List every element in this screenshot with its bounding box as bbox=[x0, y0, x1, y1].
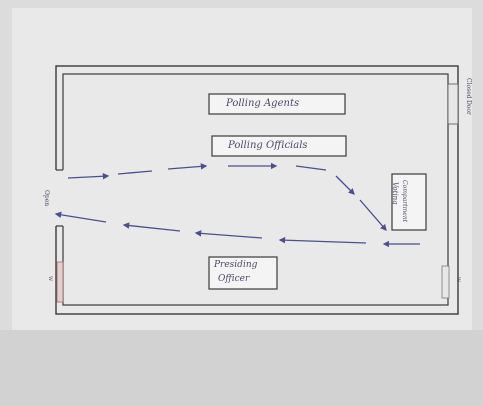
polling-officials-label: Polling Officials bbox=[228, 140, 308, 151]
closed-door-label-line2: Door bbox=[465, 100, 472, 115]
left-window-label: W bbox=[47, 276, 53, 282]
presiding-officer-box bbox=[208, 256, 278, 290]
flow-arrow bbox=[122, 222, 181, 232]
table-surface bbox=[0, 330, 483, 406]
voting-compartment-label-line2: Compartment bbox=[401, 180, 408, 223]
right-window-label: W bbox=[455, 277, 461, 283]
open-label: Open bbox=[43, 190, 50, 207]
flow-arrow bbox=[278, 236, 367, 244]
flow-arrow bbox=[67, 173, 110, 180]
left-window bbox=[56, 261, 64, 303]
voting-compartment-box bbox=[391, 173, 427, 231]
voting-compartment-label-line1: Voting bbox=[391, 182, 399, 205]
flow-arrow bbox=[167, 163, 208, 170]
entrance-gap bbox=[54, 170, 66, 226]
flow-arrow bbox=[295, 165, 327, 171]
closed-door bbox=[447, 83, 459, 125]
flow-arrow bbox=[359, 199, 387, 231]
polling-agents-box bbox=[208, 93, 346, 115]
presiding-officer-label-line2: Officer bbox=[218, 274, 250, 284]
flow-arrow bbox=[54, 211, 107, 223]
polling-officials-box bbox=[211, 135, 347, 157]
flow-arrow bbox=[117, 170, 153, 175]
right-window bbox=[441, 265, 450, 299]
polling-agents-label: Polling Agents bbox=[226, 98, 300, 109]
presiding-officer-label-line1: Presiding bbox=[214, 260, 258, 270]
closed-door-label-line1: Closed bbox=[465, 78, 472, 99]
flow-arrow bbox=[335, 175, 355, 195]
flow-arrow bbox=[194, 230, 263, 239]
